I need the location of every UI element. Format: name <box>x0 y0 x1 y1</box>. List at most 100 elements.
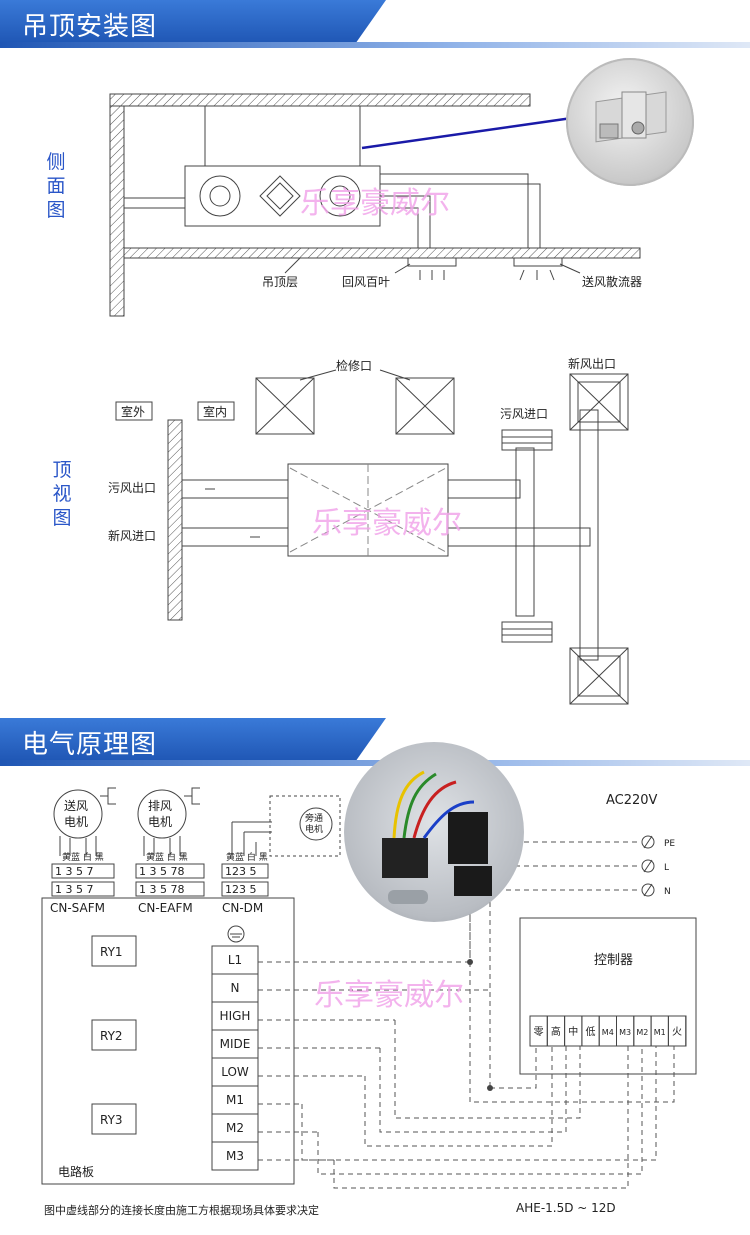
wiring-photo <box>344 742 524 922</box>
controller-terminals: 零高中低 M4 M3 M2 M1 火 <box>529 1015 687 1047</box>
relay-ry1 <box>91 935 137 967</box>
outer-wall <box>167 419 183 621</box>
connector-cn-eafm: CN-EAFM <box>138 901 193 915</box>
side-wall <box>109 105 125 317</box>
install-section-banner: 吊顶安装图 <box>0 0 750 48</box>
controller-terminal-label: M4 <box>602 1028 614 1037</box>
footnote: 图中虚线部分的连接长度由施工方根据现场具体要求决定 <box>44 1203 319 1217</box>
svg-text:黄蓝 白 黑: 黄蓝 白 黑 <box>226 851 268 863</box>
detail-pointer-line <box>361 116 573 150</box>
electrical-section-title: 电气原理图 <box>22 730 158 760</box>
svg-text:1 3 5 78: 1 3 5 78 <box>139 883 184 896</box>
terminal-label: HIGH <box>220 1009 251 1023</box>
duct-to-wall <box>123 197 186 209</box>
relay-ry2 <box>91 1019 137 1051</box>
connector-cn-dm: CN-DM <box>222 901 263 915</box>
fresh-in-grille <box>501 621 553 643</box>
electrical-diagram: 送风 电机 排风 电机 旁通 电机 黄蓝 白 黑 黄蓝 白 黑 黄蓝 白 黑 1… <box>41 787 697 1217</box>
svg-text:电机: 电机 <box>64 815 88 829</box>
svg-text:黄蓝 白 黑: 黄蓝 白 黑 <box>146 851 188 863</box>
inspection-port-left <box>255 377 315 435</box>
fresh-out-port-top <box>569 373 629 431</box>
terminal-m1 <box>211 1085 259 1115</box>
svg-text:123 5: 123 5 <box>225 865 257 878</box>
svg-text:送风: 送风 <box>64 798 88 813</box>
label-exhaust-in: 污风进口 <box>500 407 548 421</box>
controller-label: 控制器 <box>594 953 633 968</box>
heat-exchanger <box>259 175 301 217</box>
electrical-section-banner: 电气原理图 <box>0 718 750 766</box>
label-inspection-port: 检修口 <box>336 358 372 373</box>
controller-terminal-label: 零 <box>534 1026 544 1038</box>
terminal-label: M2 <box>226 1121 244 1135</box>
fan-right <box>319 175 361 217</box>
terminal-label: M1 <box>226 1093 244 1107</box>
bypass-motor: 旁通 电机 <box>269 795 341 857</box>
controller-terminal-label: 低 <box>586 1025 596 1038</box>
terminal-label: N <box>231 981 240 995</box>
power-line-pe: PE <box>664 839 675 849</box>
label-fresh-in: 新风进口 <box>108 528 156 543</box>
ceiling-slab <box>109 93 531 107</box>
top-view-diagram: 检修口 室外 室内 新风出口 污风进口 污风出口 新风进口 <box>108 356 629 705</box>
model-label: AHE-1.5D ~ 12D <box>516 1201 616 1215</box>
controller-terminal-label: M3 <box>619 1028 631 1037</box>
relay-ry2-label: RY2 <box>100 1029 123 1043</box>
svg-text:1 3 5 7: 1 3 5 7 <box>55 883 93 896</box>
controller-terminal-label: M1 <box>654 1028 666 1037</box>
terminal-label: L1 <box>228 953 242 967</box>
side-view-diagram: 吊顶层 回风百叶 送风散流器 <box>109 93 642 317</box>
board-label: 电路板 <box>58 1164 94 1179</box>
label-return-louver: 回风百叶 <box>342 275 390 289</box>
supply-motor: 送风 电机 <box>53 787 116 839</box>
fresh-out-duct <box>447 527 591 547</box>
watermark: 乐享豪威尔 <box>300 186 450 221</box>
svg-text:1 3 5 78: 1 3 5 78 <box>139 865 184 878</box>
relay-ry3-label: RY3 <box>100 1113 123 1127</box>
exhaust-in-duct <box>447 479 521 499</box>
terminal-label: MIDE <box>220 1037 251 1051</box>
terminal-mide <box>211 1029 259 1059</box>
svg-text:黄蓝 白 黑: 黄蓝 白 黑 <box>62 851 104 863</box>
svg-text:电机: 电机 <box>148 815 172 829</box>
fan-left <box>199 175 241 217</box>
label-fresh-out: 新风出口 <box>568 356 616 371</box>
svg-text:123 5: 123 5 <box>225 883 257 896</box>
supply-diffuser <box>513 257 563 267</box>
install-section-title: 吊顶安装图 <box>22 12 158 42</box>
fresh-in-duct <box>181 527 289 547</box>
controller-terminal-label: 中 <box>568 1025 578 1038</box>
return-louver <box>407 257 457 267</box>
label-ceiling-layer: 吊顶层 <box>262 275 298 289</box>
terminal-m3 <box>211 1141 259 1171</box>
label-outdoor: 室外 <box>121 404 145 419</box>
exhaust-out-duct <box>181 479 289 499</box>
exhaust-motor: 排风 电机 <box>137 787 200 839</box>
inspection-port-right <box>395 377 455 435</box>
ground-symbol <box>227 925 245 943</box>
controller-box <box>519 917 697 1075</box>
controller-terminal <box>667 1015 687 1047</box>
terminal-high <box>211 1001 259 1031</box>
svg-text:排风: 排风 <box>148 799 172 813</box>
power-line-l: L <box>664 863 669 873</box>
hanger-bracket-photo <box>566 58 694 186</box>
circuit-board <box>41 897 295 1185</box>
controller-terminal-label: 高 <box>551 1025 561 1038</box>
side-view-label: 侧面图 <box>46 151 66 221</box>
exhaust-in-grille <box>501 429 553 451</box>
label-indoor: 室内 <box>203 404 227 419</box>
watermark: 乐享豪威尔 <box>312 506 462 541</box>
controller-terminal-label: 火 <box>672 1026 682 1038</box>
connector-cn-safm: CN-SAFM <box>50 901 105 915</box>
relay-ry1-label: RY1 <box>100 945 123 959</box>
airflow-arrows <box>419 269 555 281</box>
label-supply-diffuser: 送风散流器 <box>582 274 642 289</box>
relay-ry3 <box>91 1103 137 1135</box>
controller-terminal-label: M2 <box>636 1028 648 1037</box>
svg-text:电机: 电机 <box>305 823 323 835</box>
power-label: AC220V <box>606 793 658 808</box>
false-ceiling <box>123 247 641 259</box>
terminal-n <box>211 973 259 1003</box>
